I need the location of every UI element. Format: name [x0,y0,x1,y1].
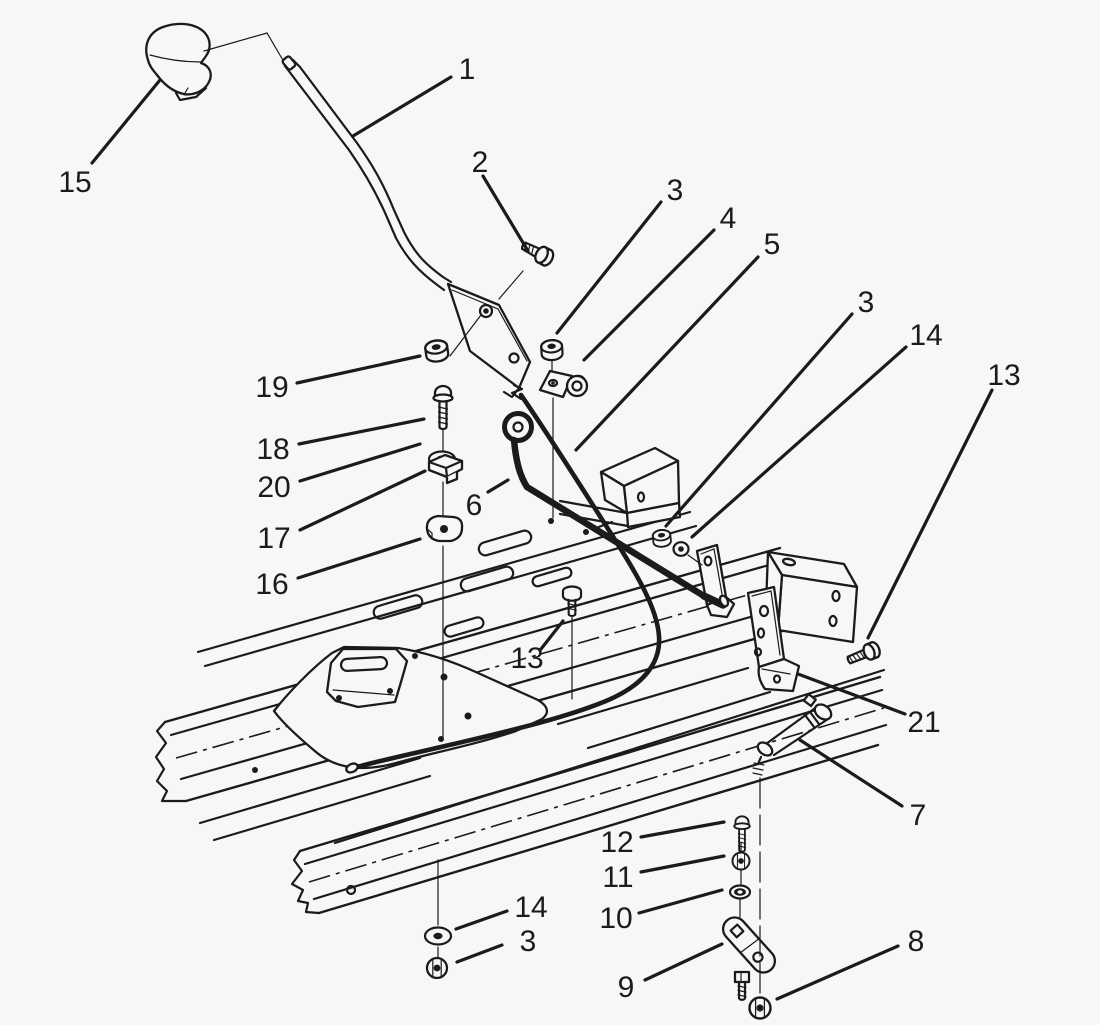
clip-17 [427,453,464,485]
callout-leader-13 [539,619,565,651]
callout-label-2: 2 [472,146,489,179]
shift-lever [145,22,532,401]
callout-leader-18 [297,417,426,446]
callout-label-16: 16 [255,568,288,601]
callout-label-7: 7 [910,799,927,832]
callout-label-14: 14 [909,319,942,352]
washer-10 [728,884,752,900]
assembly-axis-lines [437,270,761,999]
callout-label-3: 3 [858,286,875,319]
stud-bolt-9 [733,970,751,1001]
nut-3-bottom [425,956,449,980]
bolt-12 [733,815,751,853]
callout-leader-10 [637,888,724,915]
callout-leader-15 [90,78,162,165]
callout-label-9: 9 [618,971,635,1004]
callout-label-4: 4 [720,202,737,235]
callout-label-6: 6 [466,489,483,522]
hook-rod-6 [502,411,708,600]
callout-leader-17 [298,469,427,532]
callout-label-20: 20 [257,471,290,504]
callout-leader-4 [582,228,716,362]
callout-leader-11 [639,854,726,874]
callout-leader-3 [555,200,663,335]
break-line [203,32,285,63]
callout-label-14: 14 [514,891,547,924]
callout-label-1: 1 [459,53,476,86]
callout-label-18: 18 [256,433,289,466]
callout-leader-9 [643,942,724,982]
shift-knob-15 [145,22,212,102]
cable-clamp-4 [538,369,589,399]
callout-leader-12 [639,820,726,839]
bolt-2 [520,241,555,267]
callout-leader-16 [296,537,422,580]
callout-label-13: 13 [510,642,543,675]
callout-label-19: 19 [255,371,288,404]
cross-channel [558,446,682,529]
callout-leader-3 [664,312,854,528]
callout-label-12: 12 [600,826,633,859]
pivot-bracket [695,543,736,619]
grommet-16 [425,514,464,543]
callout-leader-8 [775,944,900,1001]
callout-leader-13 [866,388,994,640]
callout-leader-21 [796,672,907,716]
callout-label-8: 8 [908,925,925,958]
nut-19 [423,337,451,365]
callout-leader-19 [295,354,422,385]
callout-leader-14 [454,909,509,931]
washer-14-mid [672,541,690,557]
shift-rod-1 [281,55,453,292]
callout-leader-20 [298,442,422,483]
bolt-13-right [846,640,881,665]
shift-bracket-plate [325,647,409,709]
link-rod-7 [752,693,833,776]
callout-label-21: 21 [907,706,940,739]
callout-leader-14 [690,345,908,539]
nut-11 [731,851,751,871]
washer-14-bottom [423,926,453,946]
bracket-21 [746,585,801,693]
callout-leader-1 [351,75,453,138]
callout-label-13: 13 [987,359,1020,392]
callout-leader-5 [574,255,760,452]
bolt-13-center [561,585,583,617]
callout-label-10: 10 [599,902,632,935]
nut-8 [748,996,772,1020]
floor-plate [272,645,549,770]
callout-leader-2 [481,174,530,253]
link-plate-9 [721,916,777,974]
callout-label-17: 17 [257,522,290,555]
callout-label-15: 15 [58,166,91,199]
nut-3-top [539,338,565,362]
callout-label-3: 3 [520,925,537,958]
callout-label-11: 11 [602,861,633,894]
callout-leader-6 [486,478,510,494]
nut-3-mid [651,528,673,549]
callout-leader-7 [798,738,904,808]
callout-leader-3 [455,943,504,964]
carriage-bolt-18 [432,384,454,431]
callout-label-5: 5 [764,228,781,261]
hook-rod-6-pin [700,592,730,609]
callout-label-3: 3 [667,174,684,207]
lever-plate [446,282,532,401]
shift-cable-5 [345,392,662,774]
